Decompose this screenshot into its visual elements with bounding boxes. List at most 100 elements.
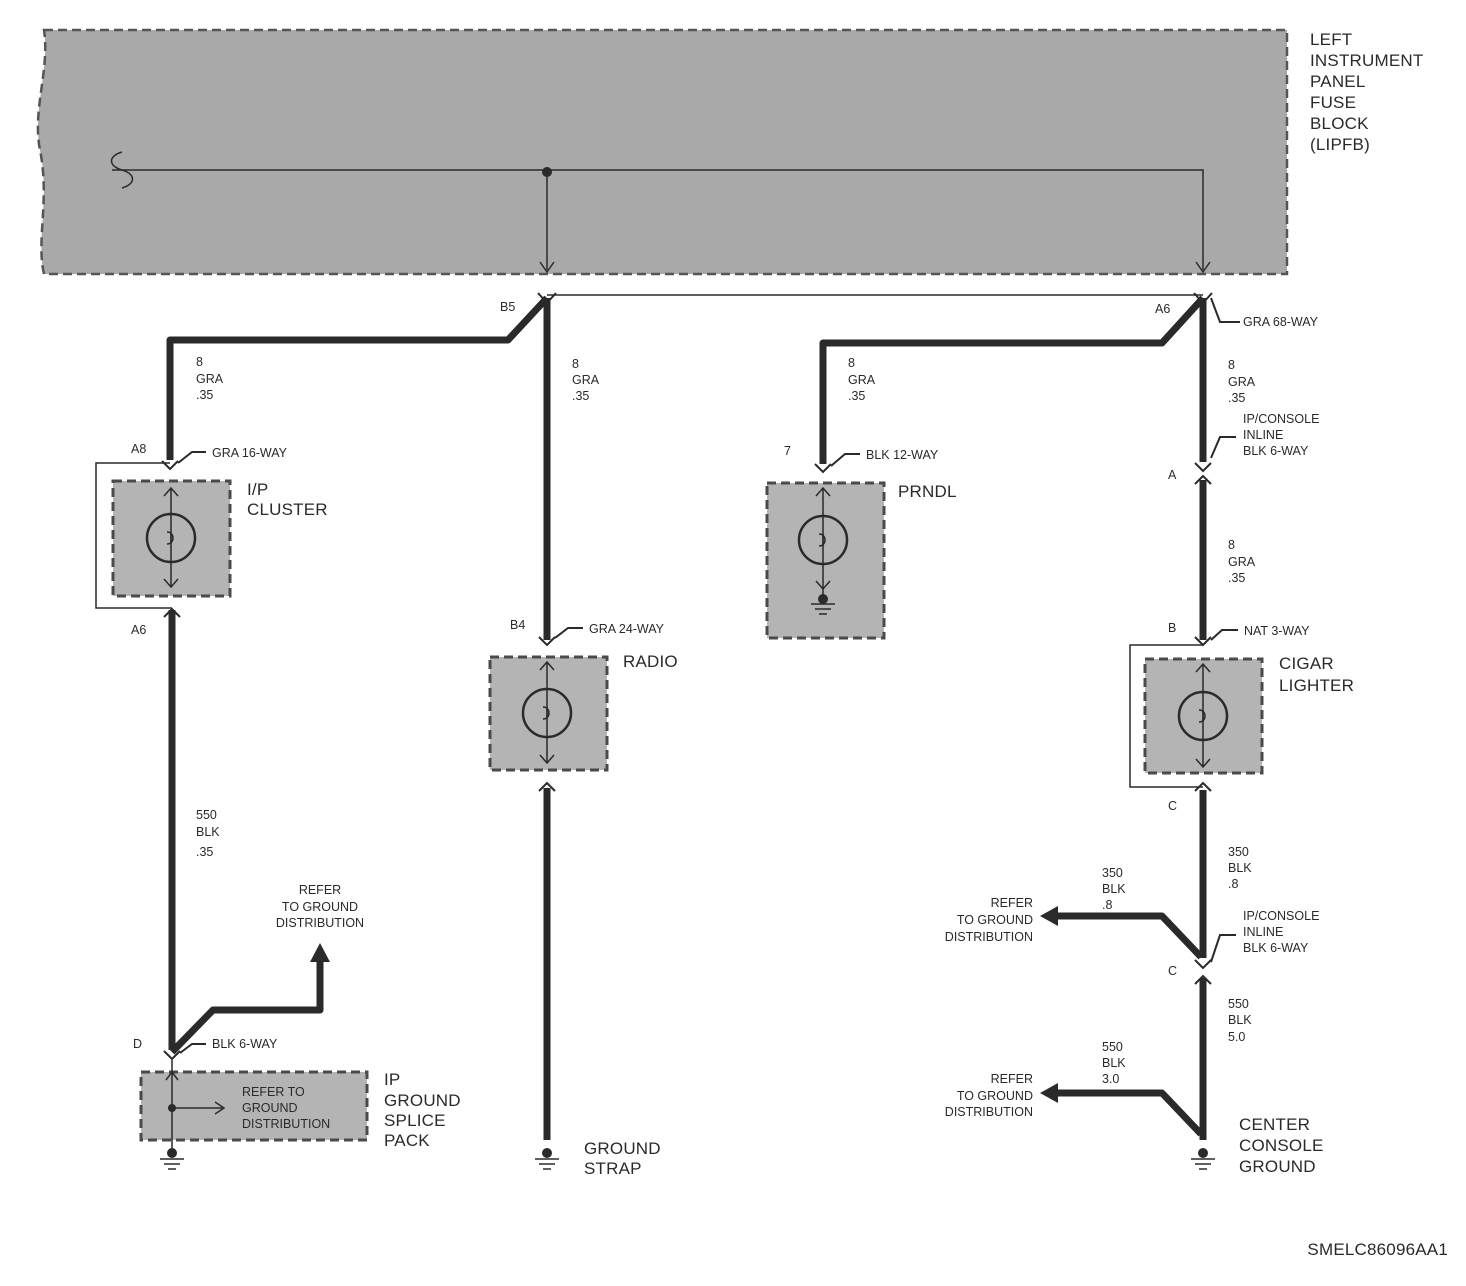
wire-to-prndl: [819, 295, 1206, 464]
figure-id: SMELC86096AA1: [1307, 1240, 1448, 1259]
svg-text:DISTRIBUTION: DISTRIBUTION: [945, 930, 1033, 944]
svg-text:DISTRIBUTION: DISTRIBUTION: [242, 1117, 330, 1131]
svg-text:I/P: I/P: [247, 480, 268, 499]
svg-text:550: 550: [1102, 1040, 1123, 1054]
svg-text:CONSOLE: CONSOLE: [1239, 1136, 1324, 1155]
svg-text:INLINE: INLINE: [1243, 428, 1283, 442]
arrow-left-icon: [1040, 906, 1058, 926]
svg-text:PANEL: PANEL: [1310, 72, 1366, 91]
svg-text:GROUND: GROUND: [242, 1101, 298, 1115]
svg-text:PACK: PACK: [384, 1131, 430, 1150]
svg-text:B: B: [1168, 621, 1176, 635]
ground-icon: [1191, 1148, 1215, 1170]
svg-text:CIGAR: CIGAR: [1279, 654, 1334, 673]
svg-text:INSTRUMENT: INSTRUMENT: [1310, 51, 1423, 70]
svg-text:.35: .35: [1228, 571, 1245, 585]
svg-text:GRA: GRA: [848, 373, 876, 387]
svg-text:550: 550: [1228, 997, 1249, 1011]
svg-text:A: A: [1168, 468, 1177, 482]
svg-text:A6: A6: [131, 623, 146, 637]
svg-text:GRA: GRA: [1228, 375, 1256, 389]
svg-text:IP/CONSOLE: IP/CONSOLE: [1243, 412, 1319, 426]
svg-text:C: C: [1168, 799, 1177, 813]
radio: [488, 655, 609, 772]
svg-text:8: 8: [1228, 358, 1235, 372]
svg-text:.8: .8: [1228, 877, 1238, 891]
svg-text:DISTRIBUTION: DISTRIBUTION: [945, 1105, 1033, 1119]
svg-text:TO GROUND: TO GROUND: [957, 913, 1033, 927]
arrow-left-icon: [1040, 1083, 1058, 1103]
ip-ground-splice-pack: REFER TO GROUND DISTRIBUTION: [139, 1060, 369, 1150]
svg-text:.8: .8: [1102, 898, 1112, 912]
svg-text:BLK 6-WAY: BLK 6-WAY: [212, 1037, 278, 1051]
svg-text:IP: IP: [384, 1070, 400, 1089]
svg-text:350: 350: [1102, 866, 1123, 880]
svg-text:LEFT: LEFT: [1310, 30, 1352, 49]
svg-text:GROUND: GROUND: [584, 1139, 661, 1158]
cigar-lighter: [1129, 644, 1264, 788]
svg-text:3.0: 3.0: [1102, 1072, 1119, 1086]
svg-text:5.0: 5.0: [1228, 1030, 1245, 1044]
svg-text:TO GROUND: TO GROUND: [282, 900, 358, 914]
svg-text:GRA 24-WAY: GRA 24-WAY: [589, 622, 665, 636]
svg-text:RADIO: RADIO: [623, 652, 678, 671]
svg-text:D: D: [133, 1037, 142, 1051]
svg-text:8: 8: [196, 355, 203, 369]
wire-to-cluster: [166, 295, 550, 460]
svg-text:BLK: BLK: [1102, 1056, 1126, 1070]
svg-text:IP/CONSOLE: IP/CONSOLE: [1243, 909, 1319, 923]
svg-text:BLK: BLK: [1102, 882, 1126, 896]
svg-text:.35: .35: [572, 389, 589, 403]
svg-text:8: 8: [848, 356, 855, 370]
svg-text:INLINE: INLINE: [1243, 925, 1283, 939]
wire-splice-refer: [169, 962, 324, 1055]
svg-text:8: 8: [572, 357, 579, 371]
svg-text:STRAP: STRAP: [584, 1159, 642, 1178]
svg-text:REFER TO: REFER TO: [242, 1085, 305, 1099]
svg-text:GRA: GRA: [196, 372, 224, 386]
svg-text:CLUSTER: CLUSTER: [247, 500, 328, 519]
arrow-up-icon: [310, 943, 330, 962]
svg-text:PRNDL: PRNDL: [898, 482, 957, 501]
ground-icon: [160, 1148, 184, 1170]
wire-branch-refer-1: [1055, 912, 1204, 960]
svg-text:BLK: BLK: [1228, 861, 1252, 875]
ground-icon: [535, 1148, 559, 1170]
ground-labels: GROUND STRAP CENTER CONSOLE GROUND: [584, 1115, 1324, 1178]
svg-text:GROUND: GROUND: [384, 1091, 461, 1110]
svg-text:8: 8: [1228, 538, 1235, 552]
svg-text:BLOCK: BLOCK: [1310, 114, 1369, 133]
svg-text:.35: .35: [1228, 391, 1245, 405]
svg-text:(LIPFB): (LIPFB): [1310, 135, 1370, 154]
svg-text:GRA 68-WAY: GRA 68-WAY: [1243, 315, 1319, 329]
svg-text:GROUND: GROUND: [1239, 1157, 1316, 1176]
svg-text:SPLICE: SPLICE: [384, 1111, 446, 1130]
svg-text:.35: .35: [848, 389, 865, 403]
svg-text:C: C: [1168, 964, 1177, 978]
svg-text:BLK: BLK: [196, 825, 220, 839]
wire-labels: 8 GRA .35 8 GRA .35 8 GRA .35 8 GRA .35 …: [196, 355, 1256, 1086]
svg-text:A8: A8: [131, 442, 146, 456]
svg-text:A6: A6: [1155, 302, 1170, 316]
pin-labels: B5 A6 A8 A6 B4 7 A B C C D: [131, 300, 1177, 1051]
svg-text:BLK 6-WAY: BLK 6-WAY: [1243, 941, 1309, 955]
connector-labels: GRA 68-WAY GRA 16-WAY GRA 24-WAY BLK 12-…: [212, 315, 1319, 1051]
svg-text:350: 350: [1228, 845, 1249, 859]
wire-branch-refer-2: [1055, 1089, 1204, 1137]
svg-text:7: 7: [784, 444, 791, 458]
refer-labels: REFER TO GROUND DISTRIBUTION REFER TO GR…: [276, 883, 1033, 1119]
prndl: [765, 481, 886, 640]
svg-text:.35: .35: [196, 845, 213, 859]
svg-text:B4: B4: [510, 618, 525, 632]
svg-text:GRA 16-WAY: GRA 16-WAY: [212, 446, 288, 460]
svg-text:REFER: REFER: [299, 883, 341, 897]
svg-text:REFER: REFER: [991, 896, 1033, 910]
svg-text:DISTRIBUTION: DISTRIBUTION: [276, 916, 364, 930]
fuse-block: [36, 28, 1289, 276]
svg-text:FUSE: FUSE: [1310, 93, 1356, 112]
svg-text:BLK 12-WAY: BLK 12-WAY: [866, 448, 939, 462]
svg-text:REFER: REFER: [991, 1072, 1033, 1086]
svg-text:LIGHTER: LIGHTER: [1279, 676, 1354, 695]
svg-text:TO GROUND: TO GROUND: [957, 1089, 1033, 1103]
